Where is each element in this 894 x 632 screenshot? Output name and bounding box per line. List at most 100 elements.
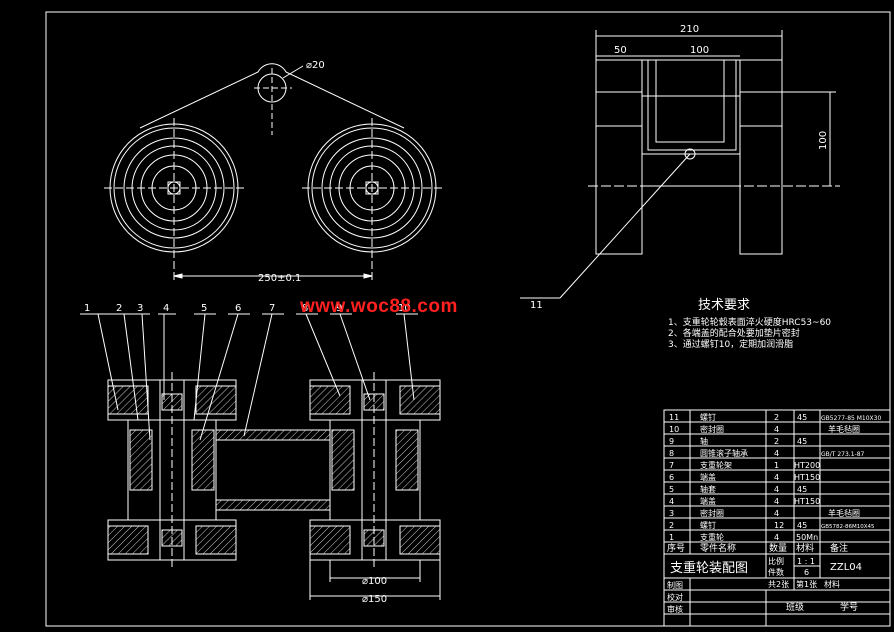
balloon-4: 4 bbox=[163, 303, 169, 314]
bom-cell: 11 bbox=[669, 413, 679, 422]
drawing-frame bbox=[45, 11, 891, 627]
bom-cell: 45 bbox=[797, 485, 807, 494]
drawing-code: ZZL04 bbox=[830, 562, 862, 573]
student-no-label: 学号 bbox=[840, 601, 858, 613]
balloon-5: 5 bbox=[201, 303, 207, 314]
dim-overall-width: 210 bbox=[680, 24, 699, 35]
watermark-text: www.woc88.com bbox=[300, 296, 458, 317]
title-block: 支重轮装配图 比例 1 : 1 件数 6 ZZL04 共2张 第1张 材料 制图… bbox=[667, 556, 862, 614]
bom-cell: GB5277-85 M10X30 bbox=[821, 415, 881, 422]
tech-req-item-1: 1、支重轮轮毂表面淬火硬度HRC53~60 bbox=[668, 316, 831, 328]
bom-cell: 4 bbox=[669, 497, 674, 506]
balloon-11: 11 bbox=[530, 300, 543, 311]
bom-cell: 10 bbox=[669, 425, 679, 434]
balloon-8: 8 bbox=[302, 303, 308, 314]
bom-cell: 50Mn bbox=[796, 533, 818, 542]
sheet-total: 共2张 bbox=[768, 580, 789, 589]
drawn-label: 制图 bbox=[667, 580, 683, 590]
bom-cell: 轴套 bbox=[700, 484, 716, 494]
bom-cell: 支重轮 bbox=[700, 532, 724, 542]
balloon-9: 9 bbox=[336, 303, 342, 314]
bom-cell: HT150 bbox=[794, 497, 820, 506]
tech-req-title: 技术要求 bbox=[698, 298, 750, 313]
bom-cell: 4 bbox=[774, 449, 779, 458]
dim-height-100: 100 bbox=[818, 131, 829, 150]
dim-inner-100: 100 bbox=[690, 45, 709, 56]
bom-cell: GB/T 273.1-87 bbox=[821, 451, 865, 458]
bom-cell: HT150 bbox=[794, 473, 820, 482]
bom-cell: 4 bbox=[774, 533, 779, 542]
link-plate bbox=[139, 63, 405, 129]
bom-cell: 3 bbox=[669, 509, 674, 518]
bom-cell: HT200 bbox=[794, 461, 820, 470]
tech-req-item-2: 2、各端盖的配合处要加垫片密封 bbox=[668, 327, 800, 339]
balloon-3: 3 bbox=[137, 303, 143, 314]
bom-cell: 4 bbox=[774, 509, 779, 518]
scale-label: 比例 bbox=[768, 556, 784, 566]
bom-cell: 端盖 bbox=[700, 496, 716, 506]
material-label: 材料 bbox=[824, 579, 840, 589]
dim-hole-dia: ⌀20 bbox=[306, 60, 325, 71]
balloon-10: 10 bbox=[398, 303, 411, 314]
drawing-title: 支重轮装配图 bbox=[670, 560, 748, 576]
reviewed-label: 审核 bbox=[667, 604, 683, 614]
part-balloons: 1 2 3 4 5 6 7 8 9 10 11 bbox=[84, 300, 543, 314]
bom-table bbox=[663, 409, 891, 627]
bom-cell: 端盖 bbox=[700, 472, 716, 482]
left-wheel bbox=[104, 118, 244, 280]
balloon-2: 2 bbox=[116, 303, 122, 314]
bom-cell: 12 bbox=[774, 521, 784, 530]
bom-cell: 1 bbox=[774, 461, 779, 470]
bom-cell: 45 bbox=[797, 437, 807, 446]
bom-cell: 2 bbox=[774, 413, 779, 422]
bom-cell: 2 bbox=[774, 437, 779, 446]
piece-value: 6 bbox=[804, 568, 809, 577]
tech-requirements: 技术要求 1、支重轮轮毂表面淬火硬度HRC53~60 2、各端盖的配合处要加垫片… bbox=[668, 298, 831, 350]
bom-header-note: 备注 bbox=[830, 542, 848, 554]
bom-cell: 羊毛毡圈 bbox=[828, 508, 860, 518]
bom-header-qty: 数量 bbox=[769, 542, 787, 554]
checked-label: 校对 bbox=[667, 592, 683, 602]
bom-cell: 4 bbox=[774, 425, 779, 434]
bom-header-no: 序号 bbox=[667, 542, 685, 554]
balloon-6: 6 bbox=[235, 303, 241, 314]
bom-cell: 圆锥滚子轴承 bbox=[700, 448, 748, 458]
dim-dia-150: ⌀150 bbox=[362, 594, 387, 605]
tech-req-item-3: 3、通过螺钉10，定期加润滑脂 bbox=[668, 338, 793, 350]
side-view bbox=[520, 30, 840, 299]
bom-cell: 45 bbox=[797, 521, 807, 530]
top-view bbox=[104, 63, 442, 280]
bom-cell: 4 bbox=[774, 497, 779, 506]
section-view bbox=[80, 313, 441, 600]
sheet-current: 第1张 bbox=[796, 579, 817, 589]
bom-cell: 轴 bbox=[700, 436, 708, 446]
bom-cell: 8 bbox=[669, 449, 674, 458]
class-label: 班级 bbox=[786, 601, 804, 613]
bom-cell: 9 bbox=[669, 437, 674, 446]
piece-label: 件数 bbox=[768, 567, 784, 577]
bom-cell: 支重轮架 bbox=[700, 460, 732, 470]
bom-cell: 螺钉 bbox=[700, 520, 716, 530]
balloon-7: 7 bbox=[269, 303, 275, 314]
dimension-labels: ⌀20 250±0.1 210 50 100 100 ⌀100 ⌀150 bbox=[258, 24, 829, 605]
bom-cell: 4 bbox=[774, 485, 779, 494]
dim-dia-100: ⌀100 bbox=[362, 576, 387, 587]
bom-cell: 45 bbox=[797, 413, 807, 422]
bom-cell: 2 bbox=[669, 521, 674, 530]
balloon-1: 1 bbox=[84, 303, 90, 314]
bom-cell: 4 bbox=[774, 473, 779, 482]
bom-cell: 1 bbox=[669, 533, 674, 542]
scale-value: 1 : 1 bbox=[797, 557, 815, 566]
bom-header-name: 零件名称 bbox=[700, 542, 736, 554]
bom-header-material: 材料 bbox=[796, 542, 814, 554]
bom-text: 序号 零件名称 数量 材料 备注 11 螺钉 2 45 GB5277-85 M1… bbox=[667, 412, 881, 554]
bom-cell: 密封圈 bbox=[700, 424, 724, 434]
bom-cell: 6 bbox=[669, 473, 674, 482]
right-wheel bbox=[302, 118, 442, 280]
bom-cell: 羊毛毡圈 bbox=[828, 424, 860, 434]
bom-cell: 7 bbox=[669, 461, 674, 470]
dim-offset-50: 50 bbox=[614, 45, 627, 56]
bom-cell: GB5782-86M10X45 bbox=[821, 524, 875, 530]
bom-cell: 密封圈 bbox=[700, 508, 724, 518]
